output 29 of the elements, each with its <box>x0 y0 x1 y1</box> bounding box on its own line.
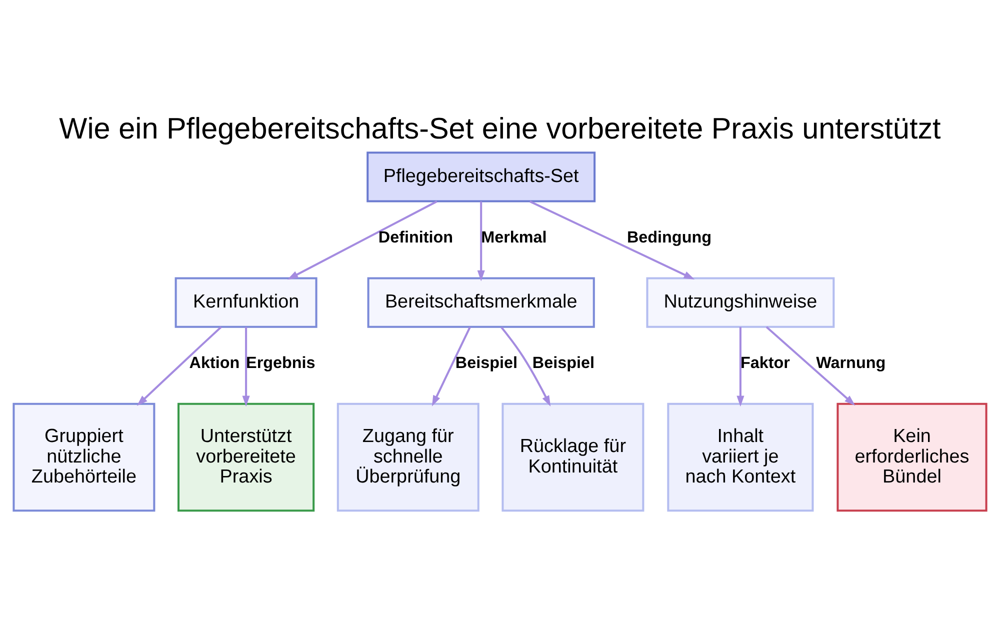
node-box: Rücklage für Kontinuität <box>502 402 644 512</box>
node-box: Gruppiert nützliche Zubehörteile <box>12 402 156 512</box>
node-box: Bereitschaftsmerkmale <box>367 277 595 328</box>
edge-label: Bedingung <box>626 228 712 247</box>
arrow <box>242 327 250 407</box>
node-box: Unterstützt vorbereitete Praxis <box>178 402 315 512</box>
arrow <box>136 326 222 406</box>
arrow <box>500 326 551 406</box>
node-box: Kernfunktion <box>174 277 318 328</box>
edge-label: Merkmal <box>481 228 547 247</box>
arrow <box>529 200 695 280</box>
node-box: Nutzungshinweise <box>646 277 835 328</box>
node-box: Inhalt variiert je nach Kontext <box>667 402 814 512</box>
edge-label: Definition <box>378 228 454 247</box>
arrow <box>477 201 485 282</box>
diagram-title: Wie ein Pflegebereitschafts-Set eine vorbereitete Praxis unterstützt <box>59 112 941 146</box>
edge-label: Warnung <box>816 354 886 372</box>
edge-label: Aktion <box>189 354 240 372</box>
edge-label: Beispiel <box>532 354 595 372</box>
edge-label: Ergebnis <box>246 354 316 372</box>
arrow <box>287 200 438 280</box>
arrow <box>766 326 856 406</box>
node-box: Pflegebereitschafts-Set <box>366 152 596 202</box>
edge-label: Beispiel <box>455 354 518 372</box>
node-box: Kein erforderliches Bündel <box>836 402 988 512</box>
arrow <box>736 327 744 407</box>
arrow <box>432 326 471 406</box>
edge-label: Faktor <box>740 354 790 372</box>
node-box: Zugang für schnelle Überprüfung <box>336 402 480 512</box>
